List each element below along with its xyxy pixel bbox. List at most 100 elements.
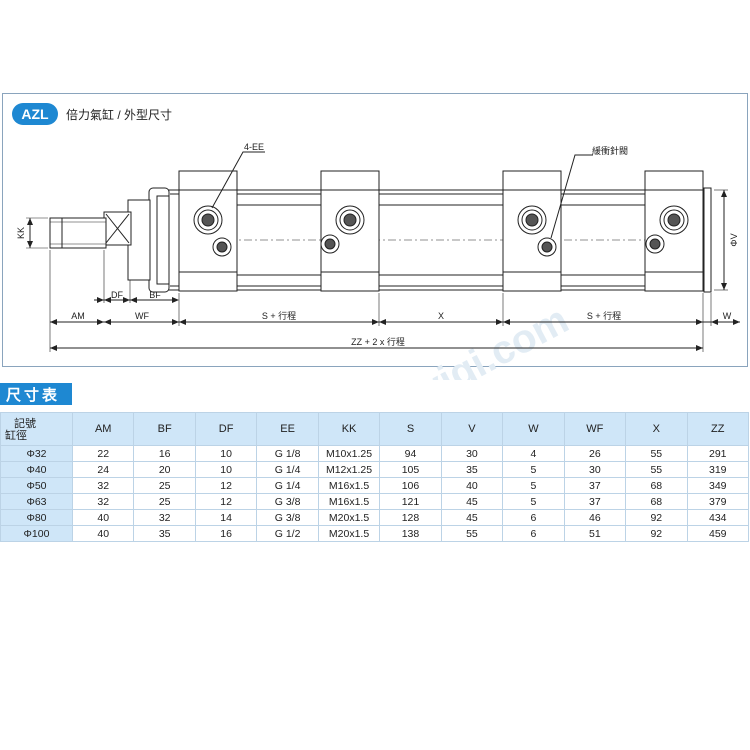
table-cell: 22 <box>71 445 135 462</box>
table-cell: 55 <box>440 525 504 542</box>
column-header: V <box>440 412 504 446</box>
corner-header: 記號 缸徑 <box>0 412 73 446</box>
table-cell: 35 <box>440 461 504 478</box>
bore-cell: Φ80 <box>0 509 73 526</box>
table-cell: 319 <box>686 461 750 478</box>
table-cell: 6 <box>502 509 565 526</box>
table-cell: 25 <box>133 493 196 510</box>
wf-label: WF <box>135 311 149 321</box>
column-header: W <box>502 412 565 446</box>
ee-label: 4-EE <box>244 142 264 152</box>
column-header: KK <box>317 412 381 446</box>
table-cell: M16x1.5 <box>317 477 381 494</box>
table-cell: M12x1.25 <box>317 461 381 478</box>
table-cell: 40 <box>71 509 135 526</box>
table-cell: 92 <box>625 525 688 542</box>
table-cell: 55 <box>625 445 688 462</box>
table-cell: 40 <box>71 525 135 542</box>
table-cell: 92 <box>625 509 688 526</box>
corner-bottom-label: 缸徑 <box>5 430 27 442</box>
table-cell: G 1/2 <box>256 525 319 542</box>
table-cell: 32 <box>71 493 135 510</box>
table-cell: 10 <box>194 461 258 478</box>
table-cell: 46 <box>563 509 627 526</box>
table-cell: 10 <box>194 445 258 462</box>
table-cell: 30 <box>563 461 627 478</box>
table-cell: 106 <box>379 477 442 494</box>
bf-label: BF <box>149 290 161 300</box>
column-header: S <box>379 412 442 446</box>
table-cell: 32 <box>133 509 196 526</box>
table-cell: 4 <box>502 445 565 462</box>
table-cell: 45 <box>440 509 504 526</box>
table-cell: 434 <box>686 509 750 526</box>
table-cell: 105 <box>379 461 442 478</box>
table-cell: 5 <box>502 493 565 510</box>
x-label: X <box>438 311 444 321</box>
table-cell: G 3/8 <box>256 509 319 526</box>
column-header: AM <box>71 412 135 446</box>
table-cell: M20x1.5 <box>317 509 381 526</box>
table-cell: 6 <box>502 525 565 542</box>
table-cell: 291 <box>686 445 750 462</box>
table-cell: 37 <box>563 493 627 510</box>
zz-label: ZZ + 2 x 行程 <box>351 336 405 347</box>
table-cell: 5 <box>502 477 565 494</box>
table-cell: 51 <box>563 525 627 542</box>
table-cell: 12 <box>194 477 258 494</box>
kk-label: KK <box>16 227 26 239</box>
table-cell: 12 <box>194 493 258 510</box>
table-cell: 94 <box>379 445 442 462</box>
table-cell: 55 <box>625 461 688 478</box>
table-cell: 37 <box>563 477 627 494</box>
table-cell: 128 <box>379 509 442 526</box>
w-label: W <box>723 311 732 321</box>
bore-cell: Φ100 <box>0 525 73 542</box>
column-header: WF <box>563 412 627 446</box>
corner-top-label: 記號 <box>14 418 36 430</box>
table-cell: 14 <box>194 509 258 526</box>
table-title: 尺寸表 <box>0 383 72 405</box>
table-cell: 138 <box>379 525 442 542</box>
bore-cell: Φ40 <box>0 461 73 478</box>
table-cell: M20x1.5 <box>317 525 381 542</box>
drawing-title: 倍力氣缸 / 外型尺寸 <box>66 108 173 122</box>
cushion-valve-label: 緩衝針閥 <box>592 145 628 156</box>
table-cell: G 1/8 <box>256 445 319 462</box>
bore-cell: Φ63 <box>0 493 73 510</box>
am-label: AM <box>71 311 85 321</box>
table-cell: 45 <box>440 493 504 510</box>
column-header: DF <box>194 412 258 446</box>
table-cell: 349 <box>686 477 750 494</box>
table-cell: 25 <box>133 477 196 494</box>
table-cell: 68 <box>625 493 688 510</box>
table-header-row: 記號 缸徑 AM BF DF EE KK S V W WF X ZZ <box>0 412 750 446</box>
table-cell: 121 <box>379 493 442 510</box>
table-cell: 459 <box>686 525 750 542</box>
table-cell: 35 <box>133 525 196 542</box>
table-cell: 20 <box>133 461 196 478</box>
table-cell: 40 <box>440 477 504 494</box>
watermark: lyyiqi.com <box>382 298 575 380</box>
s2-label: S + 行程 <box>587 310 621 321</box>
bore-cell: Φ32 <box>0 445 73 462</box>
column-header: EE <box>256 412 319 446</box>
table-cell: M16x1.5 <box>317 493 381 510</box>
table-cell: 26 <box>563 445 627 462</box>
table-cell: 379 <box>686 493 750 510</box>
v-label: ΦV <box>729 233 739 246</box>
table-cell: G 1/4 <box>256 461 319 478</box>
bore-cell: Φ50 <box>0 477 73 494</box>
table-cell: 16 <box>133 445 196 462</box>
table-cell: 30 <box>440 445 504 462</box>
table-cell: 16 <box>194 525 258 542</box>
table-cell: G 3/8 <box>256 493 319 510</box>
table-cell: 5 <box>502 461 565 478</box>
table-cell: 24 <box>71 461 135 478</box>
